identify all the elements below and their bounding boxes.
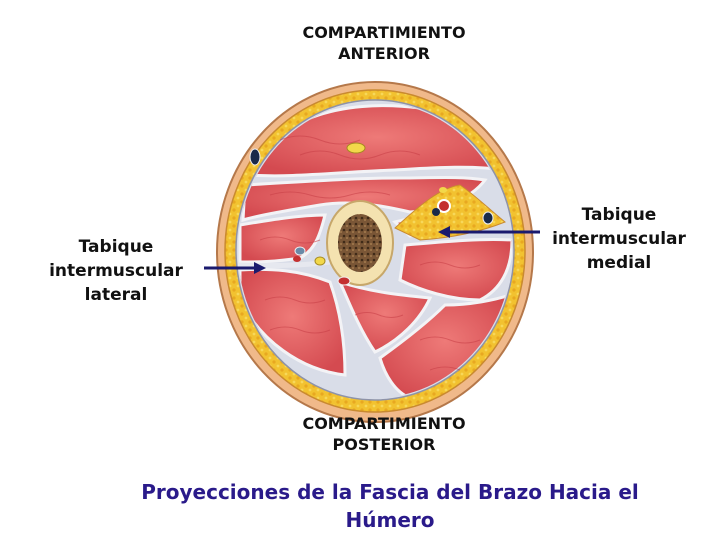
medial-septum-wedge	[394, 184, 506, 241]
medial-muscle-region	[398, 237, 512, 302]
label-line: POSTERIOR	[332, 435, 436, 454]
label-anterior-compartment: COMPARTIMIENTO ANTERIOR	[254, 22, 514, 64]
muscle-striations	[259, 135, 481, 371]
humerus-marrow	[338, 214, 382, 272]
caption-line: Proyecciones de la Fascia del Brazo Haci…	[141, 480, 639, 504]
label-posterior-compartment: COMPARTIMIENTO POSTERIOR	[254, 413, 514, 455]
label-medial-septum: Tabique intermuscular medial	[538, 203, 700, 275]
label-line: intermuscular	[49, 261, 183, 281]
label-line: medial	[586, 253, 652, 273]
caption-line: Húmero	[345, 508, 435, 532]
label-line: Tabique	[78, 237, 154, 257]
lateral-septum-arrow	[204, 262, 266, 274]
label-line: COMPARTIMIENTO	[302, 414, 466, 433]
posterior-muscle-lateral-head	[238, 267, 347, 377]
label-line: Tabique	[581, 205, 657, 225]
label-line: ANTERIOR	[338, 44, 430, 63]
label-line: lateral	[84, 285, 148, 305]
neurovascular-bundles	[249, 142, 494, 286]
figure-caption: Proyecciones de la Fascia del Brazo Haci…	[100, 478, 680, 534]
label-line: intermuscular	[552, 229, 686, 249]
label-lateral-septum: Tabique intermuscular lateral	[36, 235, 196, 307]
label-line: COMPARTIMIENTO	[302, 23, 466, 42]
medial-septum-arrow	[438, 226, 540, 238]
